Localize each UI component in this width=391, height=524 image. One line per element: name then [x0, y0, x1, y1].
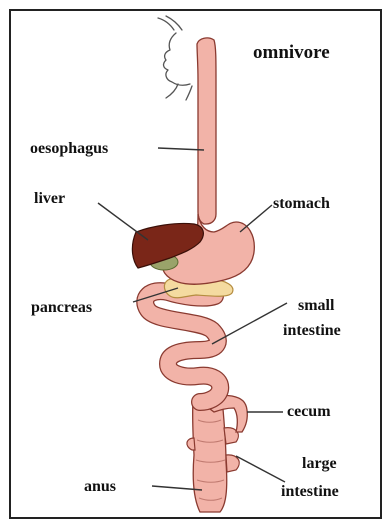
large-intestine-leader: [236, 456, 285, 482]
label-oesophagus: oesophagus: [30, 140, 108, 157]
label-anus: anus: [84, 478, 116, 495]
label-large-intestine-line2: intestine: [281, 483, 339, 500]
label-small-intestine-line1: small: [298, 297, 335, 314]
head-outline: [158, 16, 192, 100]
oesophagus-leader: [158, 148, 204, 150]
label-pancreas: pancreas: [31, 299, 92, 316]
diagram-title: omnivore: [253, 42, 330, 63]
label-small-intestine-line2: intestine: [283, 322, 341, 339]
small-intestine-leader: [212, 303, 287, 344]
label-stomach: stomach: [273, 195, 330, 212]
large-intestine-shape: [187, 398, 239, 512]
label-liver: liver: [34, 190, 65, 207]
oesophagus-shape: [197, 38, 216, 224]
label-cecum: cecum: [287, 403, 331, 420]
label-large-intestine-line1: large: [302, 455, 337, 472]
liver-leader: [98, 203, 148, 240]
stomach-leader: [240, 205, 272, 232]
